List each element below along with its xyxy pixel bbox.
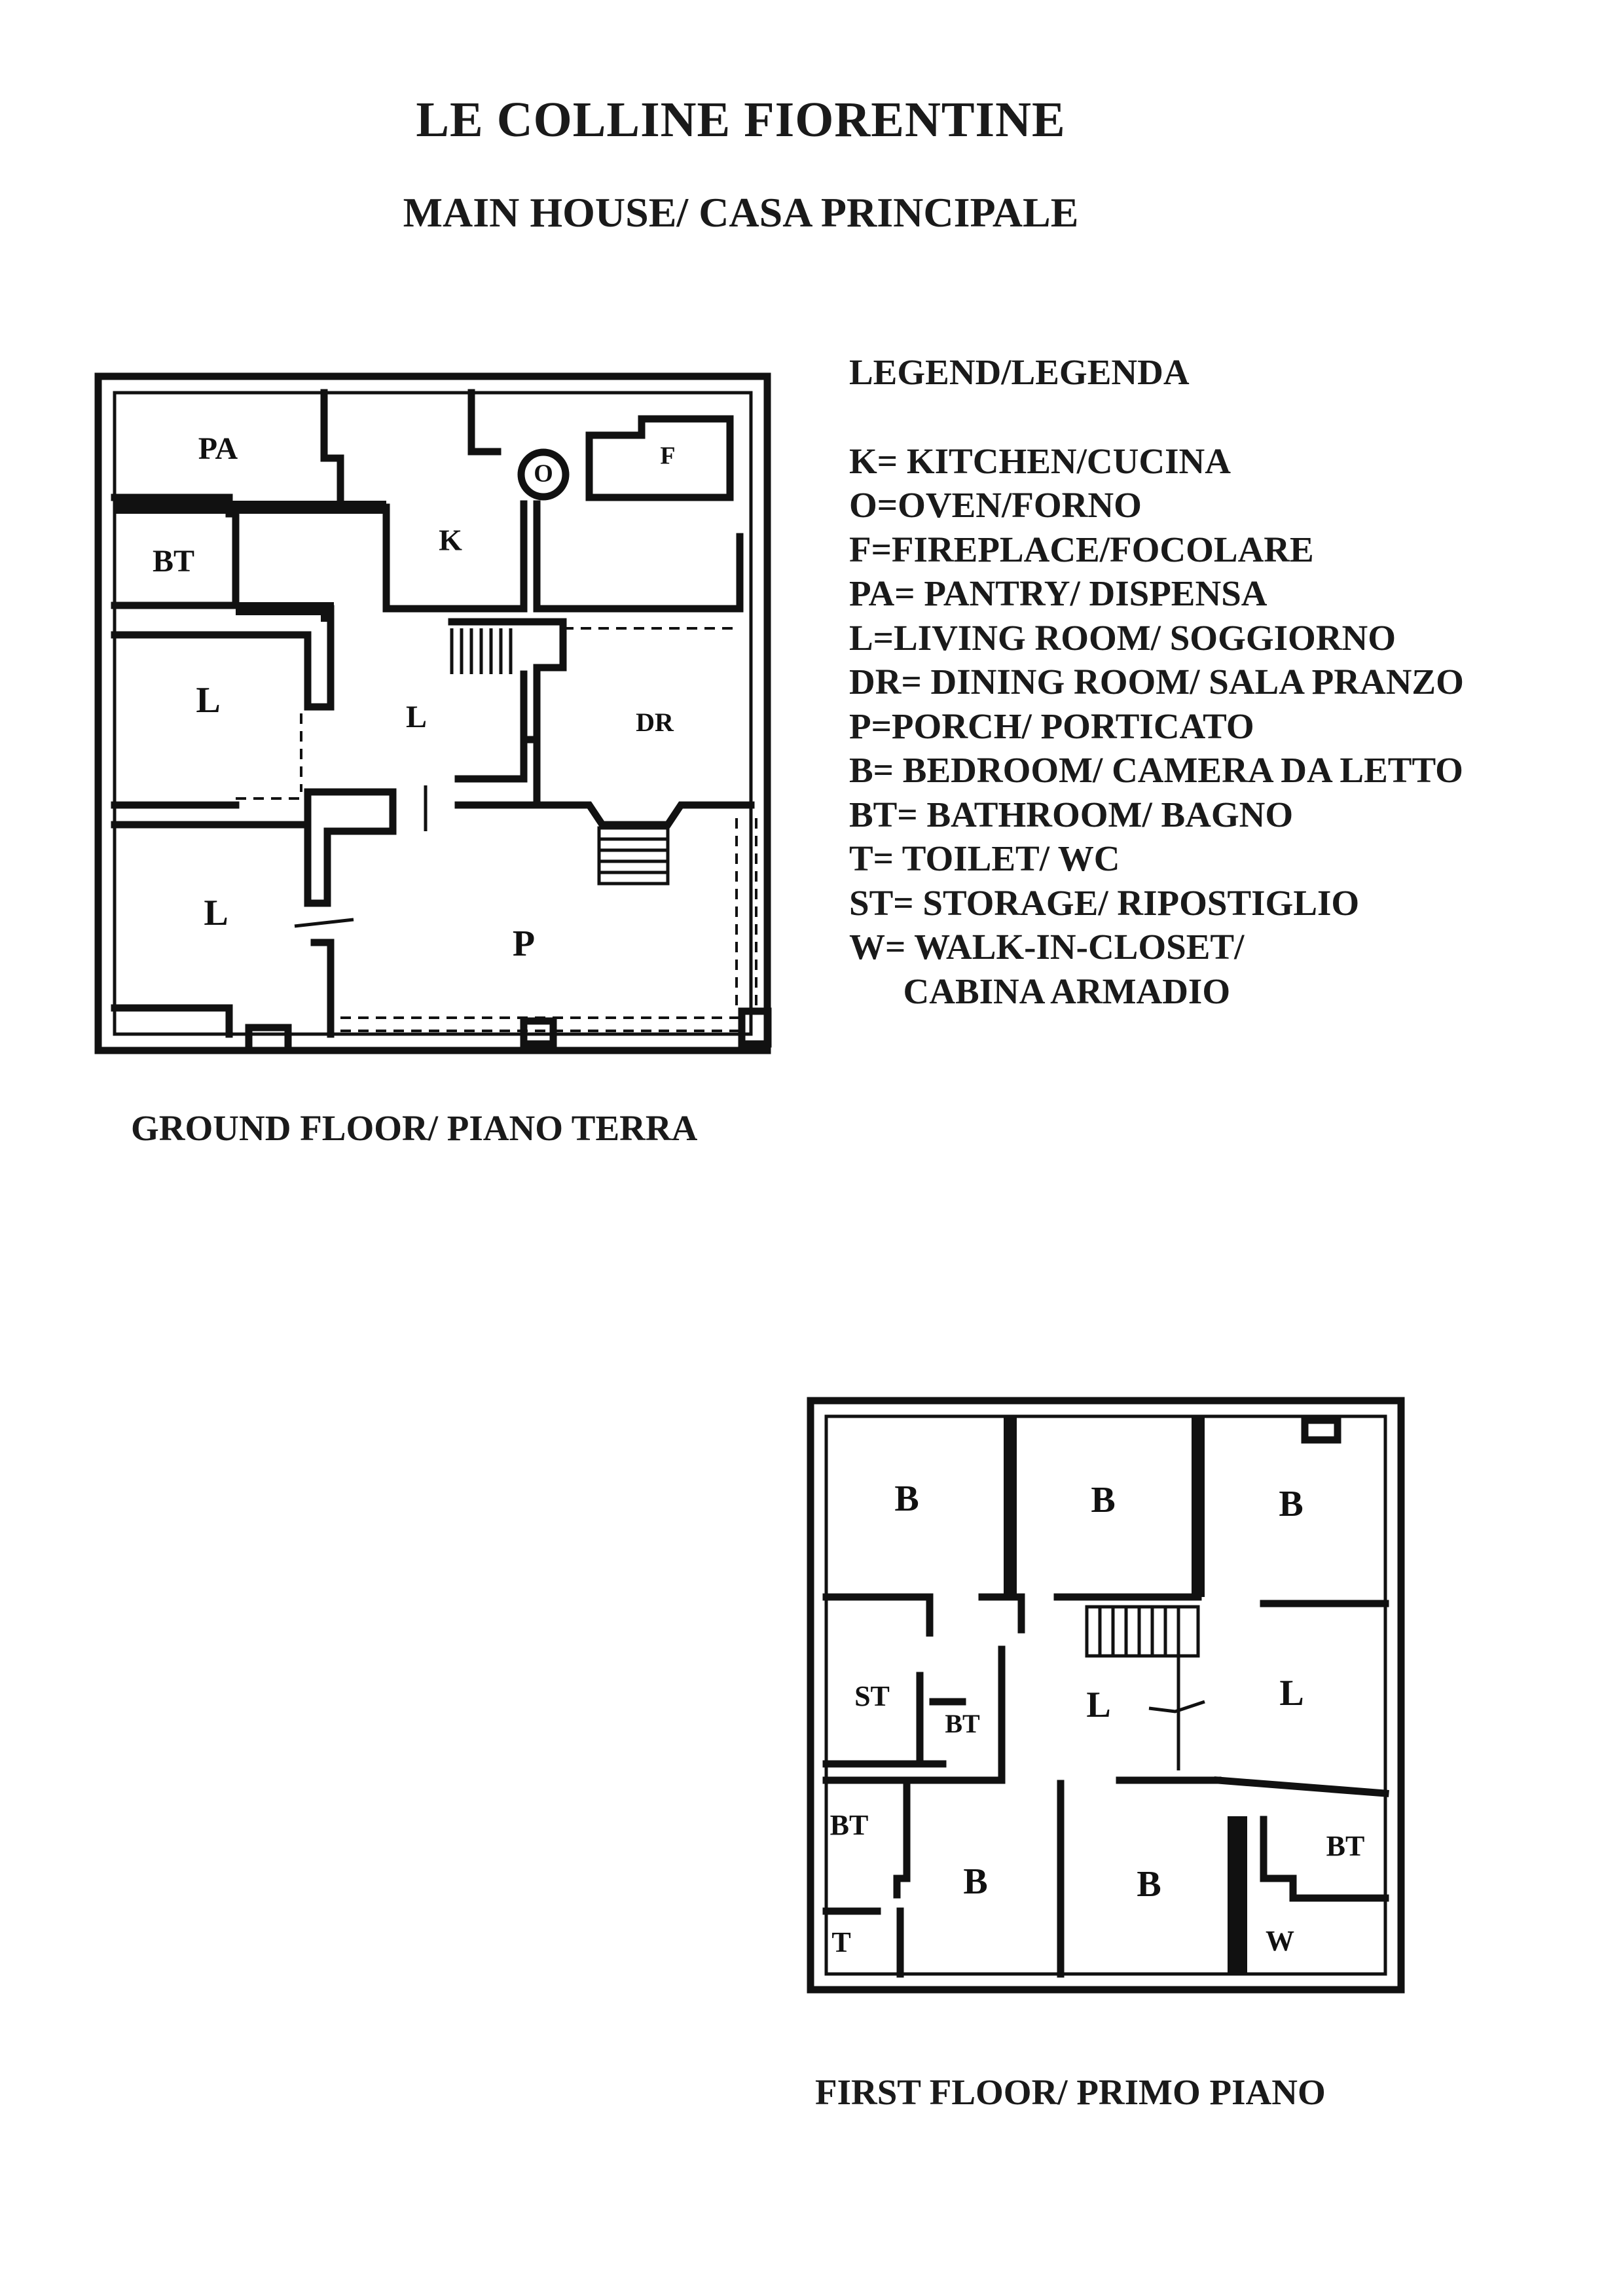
ground-porch-stair — [597, 826, 670, 886]
legend-item-kitchen: K= KITCHEN/CUCINA — [849, 440, 1231, 481]
ground-wall-l2-bottom — [111, 1004, 233, 1038]
ground-floor-caption: GROUND FLOOR/ PIANO TERRA — [131, 1108, 698, 1148]
first-wall-b1-bottom — [822, 1593, 934, 1637]
legend-item-living-room: L=LIVING ROOM/ SOGGIORNO — [849, 617, 1396, 658]
first-room-bedroom-3: B — [1279, 1484, 1303, 1524]
ground-stair-icon — [450, 628, 513, 674]
ground-wall-pa-right — [320, 389, 344, 508]
legend-item-porch: P=PORCH/ PORTICATO — [849, 706, 1254, 746]
first-stair-icon — [1098, 1607, 1180, 1656]
ground-porch-post-right — [738, 1007, 772, 1048]
ground-outer-wall — [94, 372, 771, 1054]
first-floor-plan: B B B ST BT L L BT B B BT T W — [807, 1397, 1405, 1994]
ground-entrance-step — [245, 1024, 292, 1054]
legend-item-fireplace: F=FIREPLACE/FOCOLARE — [849, 529, 1314, 569]
ground-inner-wall — [113, 391, 753, 1036]
legend-item-oven: O=OVEN/FORNO — [849, 485, 1142, 525]
ground-porch-stair-icon — [599, 837, 668, 874]
ground-wall-k-top — [467, 389, 501, 456]
ground-oven — [517, 448, 570, 501]
first-inner-wall — [824, 1414, 1387, 1976]
ground-fireplace — [585, 415, 734, 501]
ground-room-living-left: L — [196, 680, 220, 721]
ground-wall-bt-thick — [236, 602, 334, 622]
legend-item-walk-in-closet: W= WALK-IN-CLOSET/ — [849, 927, 1245, 967]
first-room-bedroom-4: B — [963, 1861, 987, 1902]
first-floor-caption: FIRST FLOOR/ PRIMO PIANO — [815, 2072, 1326, 2112]
ground-floor-plan: PA O F BT K L L DR L P — [94, 372, 772, 1054]
first-chimney — [1301, 1416, 1341, 1444]
legend-item-storage: ST= STORAGE/ RIPOSTIGLIO — [849, 882, 1360, 923]
ground-wall-k-right — [533, 500, 744, 613]
ground-column — [304, 788, 397, 907]
first-stair — [1085, 1605, 1200, 1658]
legend-item-bathroom: BT= BATHROOM/ BAGNO — [849, 794, 1294, 834]
ground-room-dining: DR — [636, 708, 674, 737]
first-room-bedroom-1: B — [894, 1479, 919, 1519]
first-wall-w-top — [1260, 1816, 1389, 1902]
ground-door-swing — [294, 918, 354, 928]
ground-room-kitchen: K — [439, 524, 462, 557]
first-door-swing — [1148, 1700, 1205, 1713]
first-wall-l2-bottom — [1214, 1776, 1389, 1797]
ground-room-fireplace: F — [660, 442, 675, 470]
ground-room-porch: P — [513, 924, 535, 964]
document-subtitle: MAIN HOUSE/ CASA PRINCIPALE — [403, 189, 1079, 236]
legend: LEGEND/LEGENDA K= KITCHEN/CUCINA O=OVEN/… — [849, 350, 1464, 1013]
document-title: LE COLLINE FIORENTINE — [416, 92, 1066, 147]
first-wall-b1-bottom2 — [978, 1593, 1025, 1634]
ground-wall-dr-bottom — [454, 801, 755, 829]
first-room-living-2: L — [1279, 1673, 1304, 1713]
first-room-bathroom-3: BT — [1326, 1830, 1365, 1862]
legend-item-bedroom: B= BEDROOM/ CAMERA DA LETTO — [849, 750, 1463, 790]
legend-item-pantry: PA= PANTRY/ DISPENSA — [849, 573, 1267, 613]
legend-item-dining-room: DR= DINING ROOM/ SALA PRANZO — [849, 662, 1464, 702]
first-room-bathroom-2: BT — [830, 1809, 869, 1841]
ground-wall-l2-right — [310, 939, 335, 1038]
first-room-toilet: T — [831, 1926, 850, 1958]
legend-item-toilet: T= TOILET/ WC — [849, 838, 1120, 878]
ground-room-bathroom: BT — [153, 544, 194, 579]
first-room-storage: ST — [854, 1680, 890, 1712]
legend-item-walk-in-closet-cont: CABINA ARMADIO — [849, 971, 1231, 1011]
first-room-bathroom-1: BT — [945, 1709, 980, 1738]
ground-porch-post-mid — [520, 1017, 557, 1048]
first-room-walk-in-closet: W — [1266, 1925, 1294, 1957]
ground-room-pantry: PA — [198, 431, 238, 466]
legend-heading: LEGEND/LEGENDA — [849, 352, 1190, 392]
ground-room-living-center: L — [406, 700, 427, 734]
ground-room-oven: O — [534, 460, 553, 488]
first-room-bedroom-5: B — [1137, 1864, 1161, 1905]
ground-stair-box — [448, 618, 567, 744]
ground-wall-k-left — [382, 500, 528, 613]
first-wall-bt2-right — [893, 1776, 911, 1899]
ground-wall-stair-left — [454, 670, 528, 783]
ground-room-living-lower: L — [204, 893, 228, 933]
first-outer-wall — [807, 1397, 1405, 1994]
ground-wall-l1-top — [111, 605, 335, 711]
first-room-bedroom-2: B — [1091, 1480, 1115, 1520]
first-room-living-1: L — [1086, 1685, 1110, 1725]
